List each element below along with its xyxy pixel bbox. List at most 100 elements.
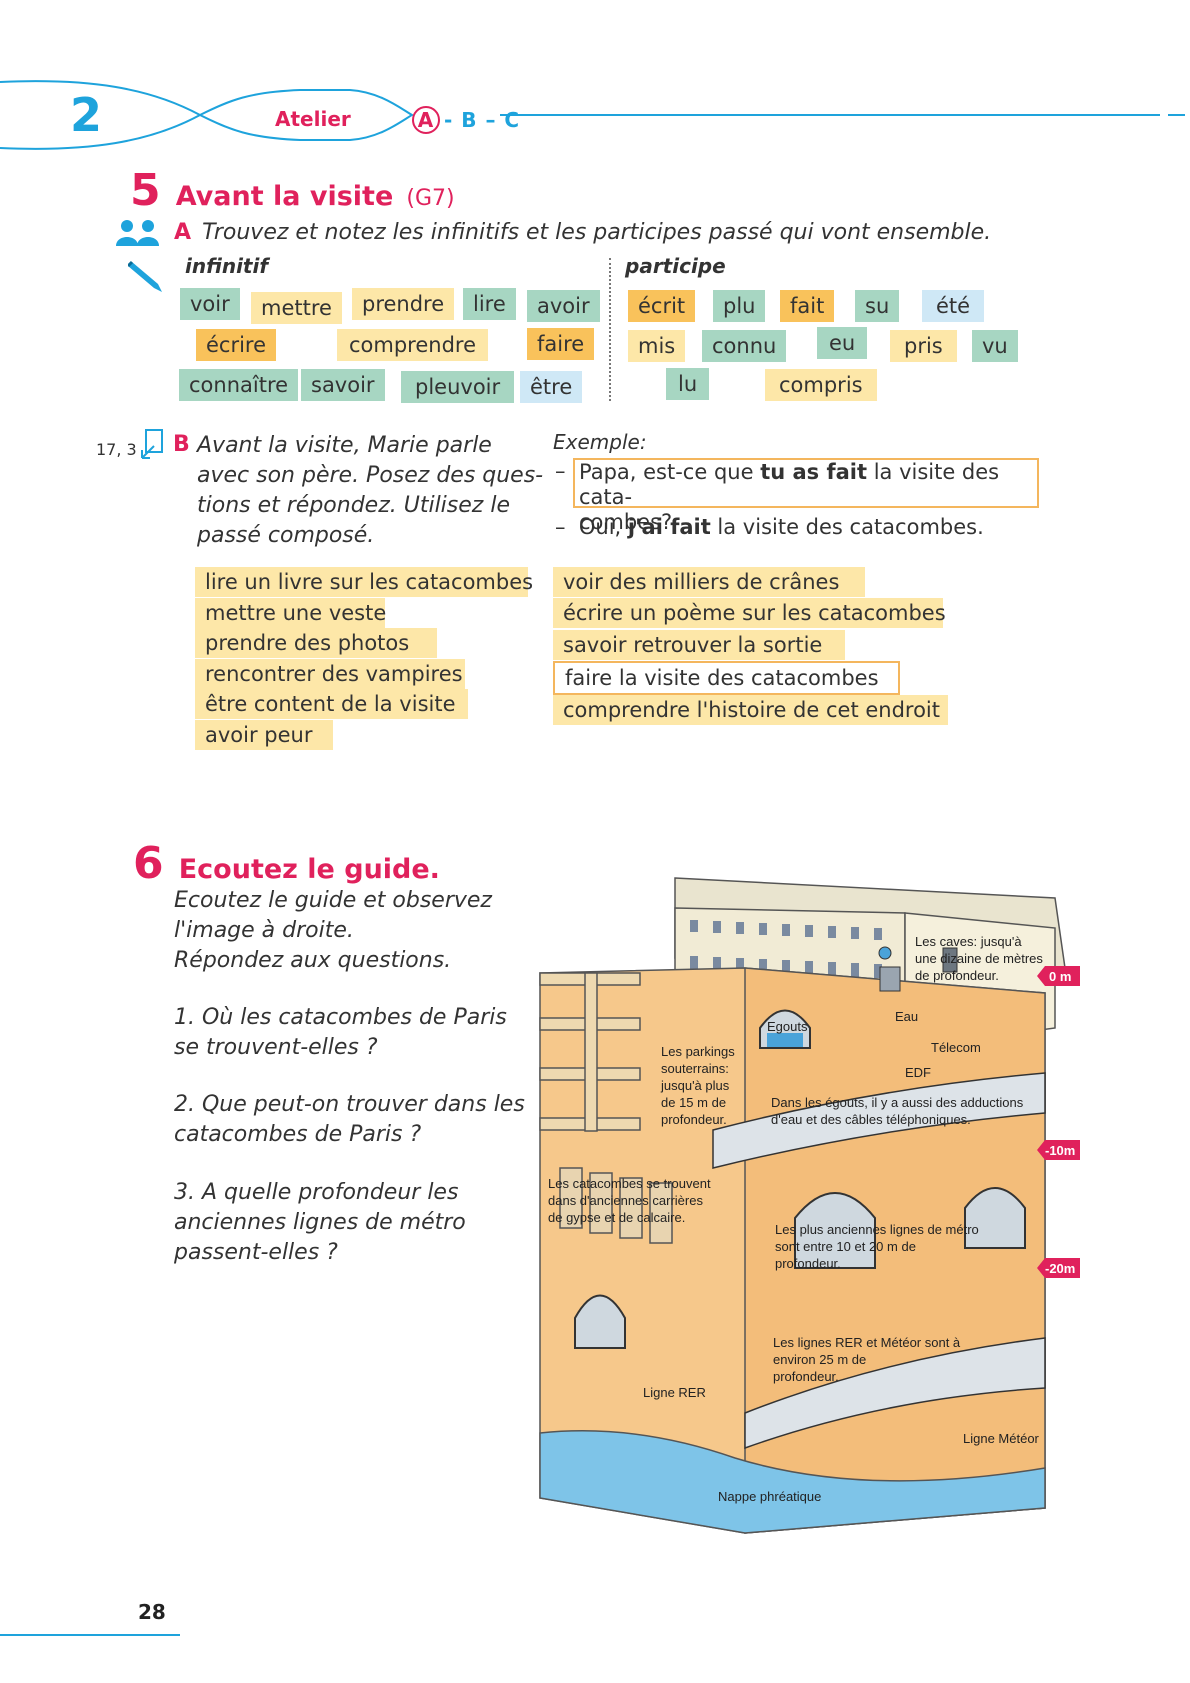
participe-tag[interactable]: pris: [890, 330, 957, 362]
unit-number: 2: [70, 88, 103, 142]
exercise-6-intro: Ecoutez le guide et observez l'image à d…: [174, 886, 492, 976]
activity-item[interactable]: voir des milliers de crânes: [553, 567, 865, 597]
example-q-text: combes?: [579, 510, 673, 534]
infinitif-tag[interactable]: savoir: [301, 369, 385, 401]
parkings-label: souterrains:: [661, 1061, 729, 1076]
infinitif-tag[interactable]: voir: [180, 288, 240, 320]
example-a-text: Oui,: [578, 515, 628, 539]
infinitif-tag[interactable]: avoir: [527, 290, 600, 322]
participe-tag[interactable]: vu: [972, 330, 1018, 362]
example-q-bold: tu as fait: [760, 460, 868, 484]
infinitif-tag[interactable]: connaître: [179, 369, 299, 401]
rer-desc: Les lignes RER et Météor sont à: [773, 1335, 961, 1350]
example-dash: –: [555, 515, 566, 539]
ligne-rer-label: Ligne RER: [643, 1385, 706, 1400]
infinitif-tag[interactable]: comprendre: [337, 329, 489, 361]
water-table: [539, 1430, 1046, 1534]
parkings-label: de 15 m de: [661, 1095, 726, 1110]
other-letters: - B – C: [444, 108, 521, 132]
exercise-5-heading: 5 Avant la visite (G7): [130, 165, 455, 216]
instruction-line: Avant la visite, Marie parle: [197, 433, 492, 458]
activity-item[interactable]: être content de la visite: [195, 689, 468, 719]
section-letters: A- B – C: [412, 106, 520, 134]
part-b-instruction: Avant la visite, Marie parle avec son pè…: [197, 431, 543, 551]
caves-label: de profondeur.: [915, 968, 999, 983]
question-3: 3. A quelle profondeur les anciennes lig…: [174, 1178, 466, 1268]
example-label: Exemple:: [553, 430, 647, 454]
question-line: 3. A quelle profondeur les: [174, 1180, 459, 1205]
infinitif-tag[interactable]: prendre: [352, 288, 455, 320]
part-a-letter: A: [174, 220, 192, 245]
catacombes-label: de gypse et de calcaire.: [548, 1210, 685, 1225]
infinitif-tag[interactable]: lire: [463, 288, 516, 320]
activity-item[interactable]: écrire un poème sur les catacombes: [553, 598, 946, 628]
participe-tag[interactable]: mis: [628, 330, 686, 362]
exercise-title: Ecoutez le guide.: [178, 854, 440, 885]
caves-label: Les caves: jusqu'à: [915, 934, 1022, 949]
infinitif-tag[interactable]: pleuvoir: [401, 371, 515, 403]
activity-item[interactable]: savoir retrouver la sortie: [553, 630, 845, 660]
infinitif-header: infinitif: [185, 254, 269, 278]
catacombes-label: dans d'anciennes carrières: [548, 1193, 703, 1208]
egouts-desc: Dans les égouts, il y a aussi des adduct…: [771, 1095, 1024, 1110]
activity-item[interactable]: mettre une veste: [195, 598, 386, 628]
infinitif-tag[interactable]: faire: [527, 328, 595, 360]
parkings-label: jusqu'à plus: [660, 1078, 730, 1093]
catacombes-label: Les catacombes se trouvent: [548, 1176, 711, 1191]
eau-label: Eau: [895, 1009, 918, 1024]
exercise-6-heading: 6 Ecoutez le guide.: [133, 838, 440, 889]
question-line: 1. Où les catacombes de Paris: [174, 1005, 507, 1030]
participe-tag[interactable]: compris: [765, 369, 877, 401]
intro-line: Répondez aux questions.: [174, 948, 452, 973]
participe-tag[interactable]: su: [855, 290, 900, 322]
pencil-icon: [128, 260, 162, 292]
question-2: 2. Que peut-on trouver dans les catacomb…: [174, 1090, 525, 1150]
rer-desc: profondeur.: [773, 1369, 839, 1384]
question-line: anciennes lignes de métro: [174, 1210, 466, 1235]
intro-line: l'image à droite.: [174, 918, 354, 943]
infinitif-tag[interactable]: écrire: [196, 329, 277, 361]
example-question: Papa, est-ce que tu as fait la visite de…: [573, 458, 1039, 534]
nappe-label: Nappe phréatique: [718, 1489, 821, 1504]
instruction-line: avec son père. Posez des ques-: [197, 463, 544, 488]
parkings-label: Les parkings: [661, 1044, 735, 1059]
depth-10-label: -10m: [1045, 1143, 1075, 1158]
question-line: se trouvent-elles ?: [174, 1035, 378, 1060]
infinitif-tag[interactable]: mettre: [251, 292, 342, 324]
activity-item[interactable]: rencontrer des vampires: [195, 659, 465, 689]
example-q-text: la visite des cata-: [579, 460, 1000, 509]
example-a-bold: j'ai fait: [627, 515, 711, 539]
participe-tag[interactable]: été: [922, 290, 985, 322]
activity-item[interactable]: lire un livre sur les catacombes: [195, 567, 533, 597]
activity-item[interactable]: comprendre l'histoire de cet endroit: [553, 695, 948, 725]
edf-label: EDF: [905, 1065, 931, 1080]
participe-tag[interactable]: plu: [713, 290, 766, 322]
caves-label: une dizaine de mètres: [915, 951, 1043, 966]
participe-tag[interactable]: eu: [817, 327, 868, 359]
example-a-text: la visite des catacombes.: [710, 515, 984, 539]
part-b-letter: B: [173, 432, 190, 457]
activity-item[interactable]: prendre des photos: [195, 628, 437, 658]
activity-item[interactable]: avoir peur: [195, 720, 333, 750]
participe-tag[interactable]: lu: [666, 368, 710, 400]
participe-tag[interactable]: connu: [702, 330, 787, 362]
telecom-label: Télecom: [931, 1040, 981, 1055]
activity-item-example[interactable]: faire la visite des catacombes: [553, 661, 900, 695]
current-letter-badge: A: [412, 106, 440, 134]
example-q-text: Papa, est-ce que: [579, 460, 761, 484]
grammar-ref: (G7): [406, 186, 455, 211]
participe-tag[interactable]: fait: [780, 290, 835, 322]
underground-illustration: 0 m -10m -20m Les caves: jusqu'à une diz…: [539, 877, 1080, 1534]
participe-tag[interactable]: écrit: [628, 290, 696, 322]
ligne-meteor-label: Ligne Météor: [963, 1431, 1040, 1446]
exercise-number: 5: [130, 165, 161, 216]
question-1: 1. Où les catacombes de Paris se trouven…: [174, 1003, 507, 1063]
example-dash: –: [555, 459, 566, 483]
section-label: Atelier: [275, 107, 351, 131]
exercise-number: 6: [133, 838, 164, 889]
rer-desc: environ 25 m de: [773, 1352, 866, 1367]
question-line: passent-elles ?: [174, 1240, 338, 1265]
question-line: 2. Que peut-on trouver dans les: [174, 1092, 525, 1117]
example-answer: – Oui, j'ai fait la visite des catacombe…: [555, 515, 984, 539]
infinitif-tag[interactable]: être: [520, 371, 583, 403]
